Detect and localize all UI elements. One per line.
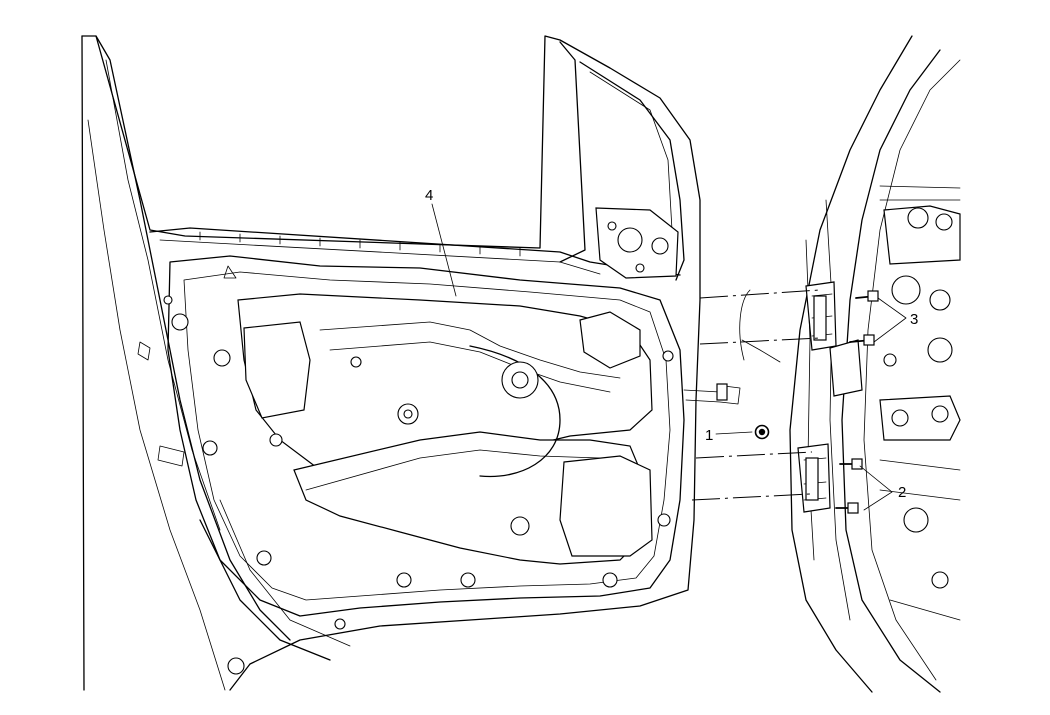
callout-4: 4 [425,187,457,297]
callout-4-label: 4 [425,187,433,204]
alignment-lines [691,289,821,501]
upper-hinge [805,281,837,351]
callout-2: 2 [859,465,906,511]
body-pillar [739,35,961,693]
callout-1: 1 [705,427,753,444]
upper-hinge-bolts [849,290,879,346]
callout-3: 3 [873,297,918,343]
callout-3-label: 3 [910,311,918,328]
lower-hinge [797,443,831,513]
callout-1-label: 1 [705,427,713,444]
callout-2-label: 2 [898,484,906,501]
lower-hinge-bolts [835,458,863,514]
door-assembly [81,35,741,691]
detent-nut [754,424,770,440]
